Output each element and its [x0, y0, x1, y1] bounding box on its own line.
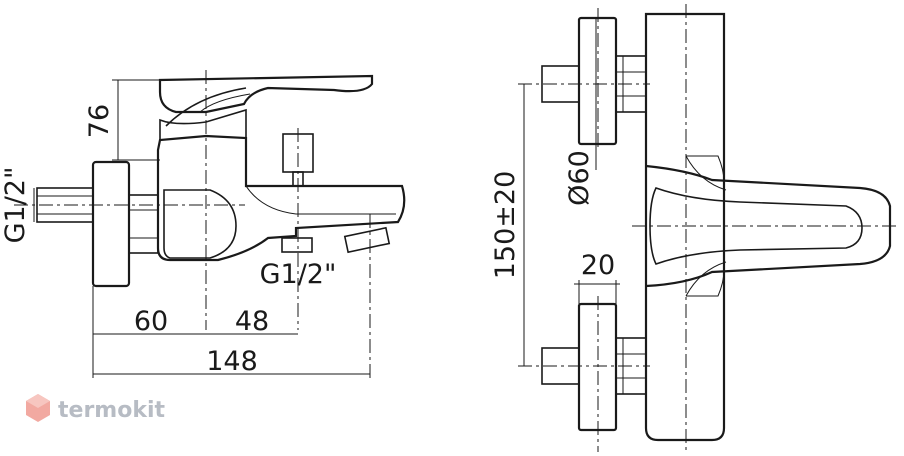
faucet-body — [156, 134, 406, 262]
dim-width-60: 60 — [134, 306, 168, 337]
watermark-brand: termokit — [58, 398, 165, 423]
front-view — [518, 4, 898, 452]
dim-diameter-60: Ø60 — [564, 150, 595, 206]
dim-width-48: 48 — [235, 306, 269, 337]
body-column — [644, 12, 726, 442]
rosette — [91, 160, 131, 288]
dim-thread-left: G1/2" — [0, 167, 31, 244]
watermark: termokit — [26, 394, 165, 423]
side-view — [14, 70, 406, 380]
dim-spacing-150: 150±20 — [490, 171, 521, 280]
lever-handle — [158, 74, 374, 114]
dim-depth-20: 20 — [581, 250, 615, 281]
dim-height-76: 76 — [84, 104, 115, 138]
connector-nut — [128, 194, 159, 254]
shower-outlet — [281, 237, 313, 253]
body-oval — [163, 189, 237, 259]
spout-aerator — [343, 226, 391, 254]
dim-thread-bottom: G1/2" — [260, 259, 337, 290]
dim-width-148: 148 — [206, 346, 258, 377]
